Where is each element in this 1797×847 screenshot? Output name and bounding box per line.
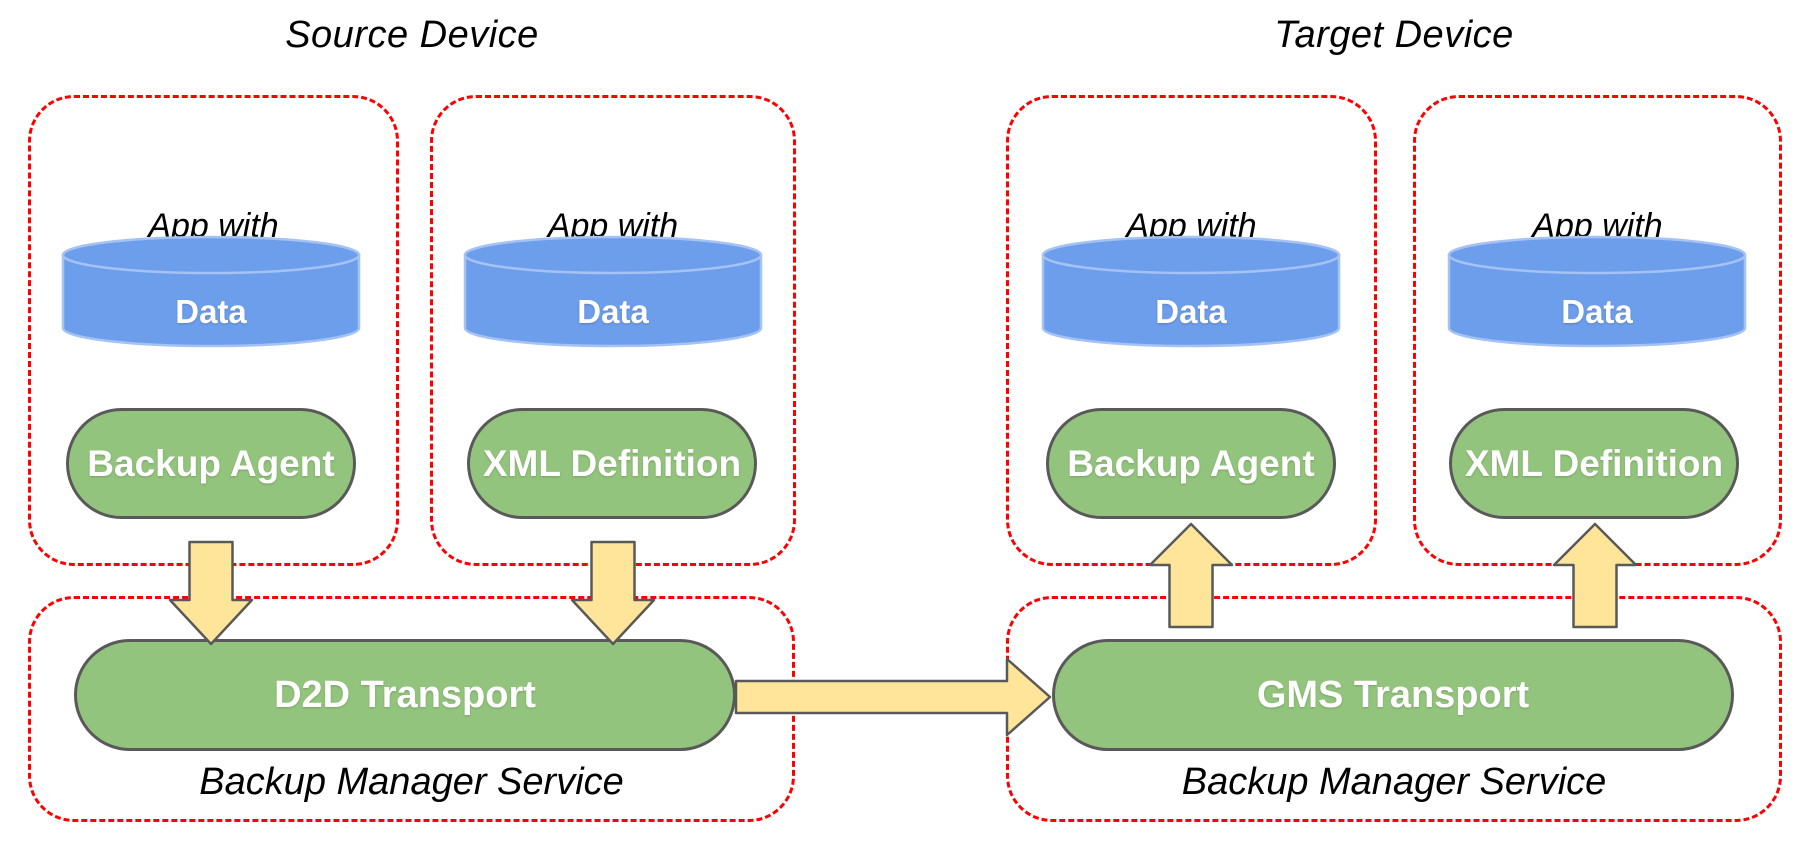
pill-label: Backup Agent — [1067, 442, 1315, 484]
xml-definition-pill-source: XML Definition — [467, 408, 757, 519]
app-label: App with Auto Backup — [1416, 206, 1779, 286]
app-label-line1: App with — [547, 207, 679, 245]
backup-agent-pill-target: Backup Agent — [1046, 408, 1336, 519]
app-label-line2: Key/Value Backup — [1053, 247, 1330, 285]
app-label-line2: Auto Backup — [516, 247, 710, 285]
backup-agent-pill-source: Backup Agent — [66, 408, 356, 519]
transport-label: GMS Transport — [1256, 673, 1530, 716]
app-label-line1: App with — [1532, 207, 1663, 245]
app-label: App with Auto Backup — [433, 206, 793, 286]
d2d-transport-pill: D2D Transport — [74, 639, 736, 751]
backup-manager-service-label-target: Backup Manager Service — [1181, 760, 1607, 803]
pill-label: XML Definition — [1464, 442, 1724, 484]
transport-label: D2D Transport — [274, 673, 536, 716]
pill-label: XML Definition — [482, 442, 742, 484]
target-device-title: Target Device — [1274, 13, 1514, 56]
app-label-line1: App with — [148, 207, 279, 245]
data-cylinder-label: Data — [175, 293, 247, 330]
source-device-title: Source Device — [285, 13, 539, 56]
data-cylinder-label: Data — [1561, 293, 1633, 330]
app-label: App with Key/Value Backup — [1009, 206, 1374, 286]
gms-transport-pill: GMS Transport — [1052, 639, 1734, 751]
backup-manager-service-label-source: Backup Manager Service — [199, 760, 624, 803]
app-label-line1: App with — [1126, 207, 1257, 245]
app-label-line2: Auto Backup — [1501, 247, 1694, 285]
app-label: App with Key/Value Backup — [31, 206, 396, 286]
xml-definition-pill-target: XML Definition — [1449, 408, 1739, 519]
pill-label: Backup Agent — [87, 442, 335, 484]
app-label-line2: Key/Value Backup — [75, 247, 352, 285]
data-cylinder-label: Data — [1155, 293, 1227, 330]
data-cylinder-label: Data — [577, 293, 649, 330]
